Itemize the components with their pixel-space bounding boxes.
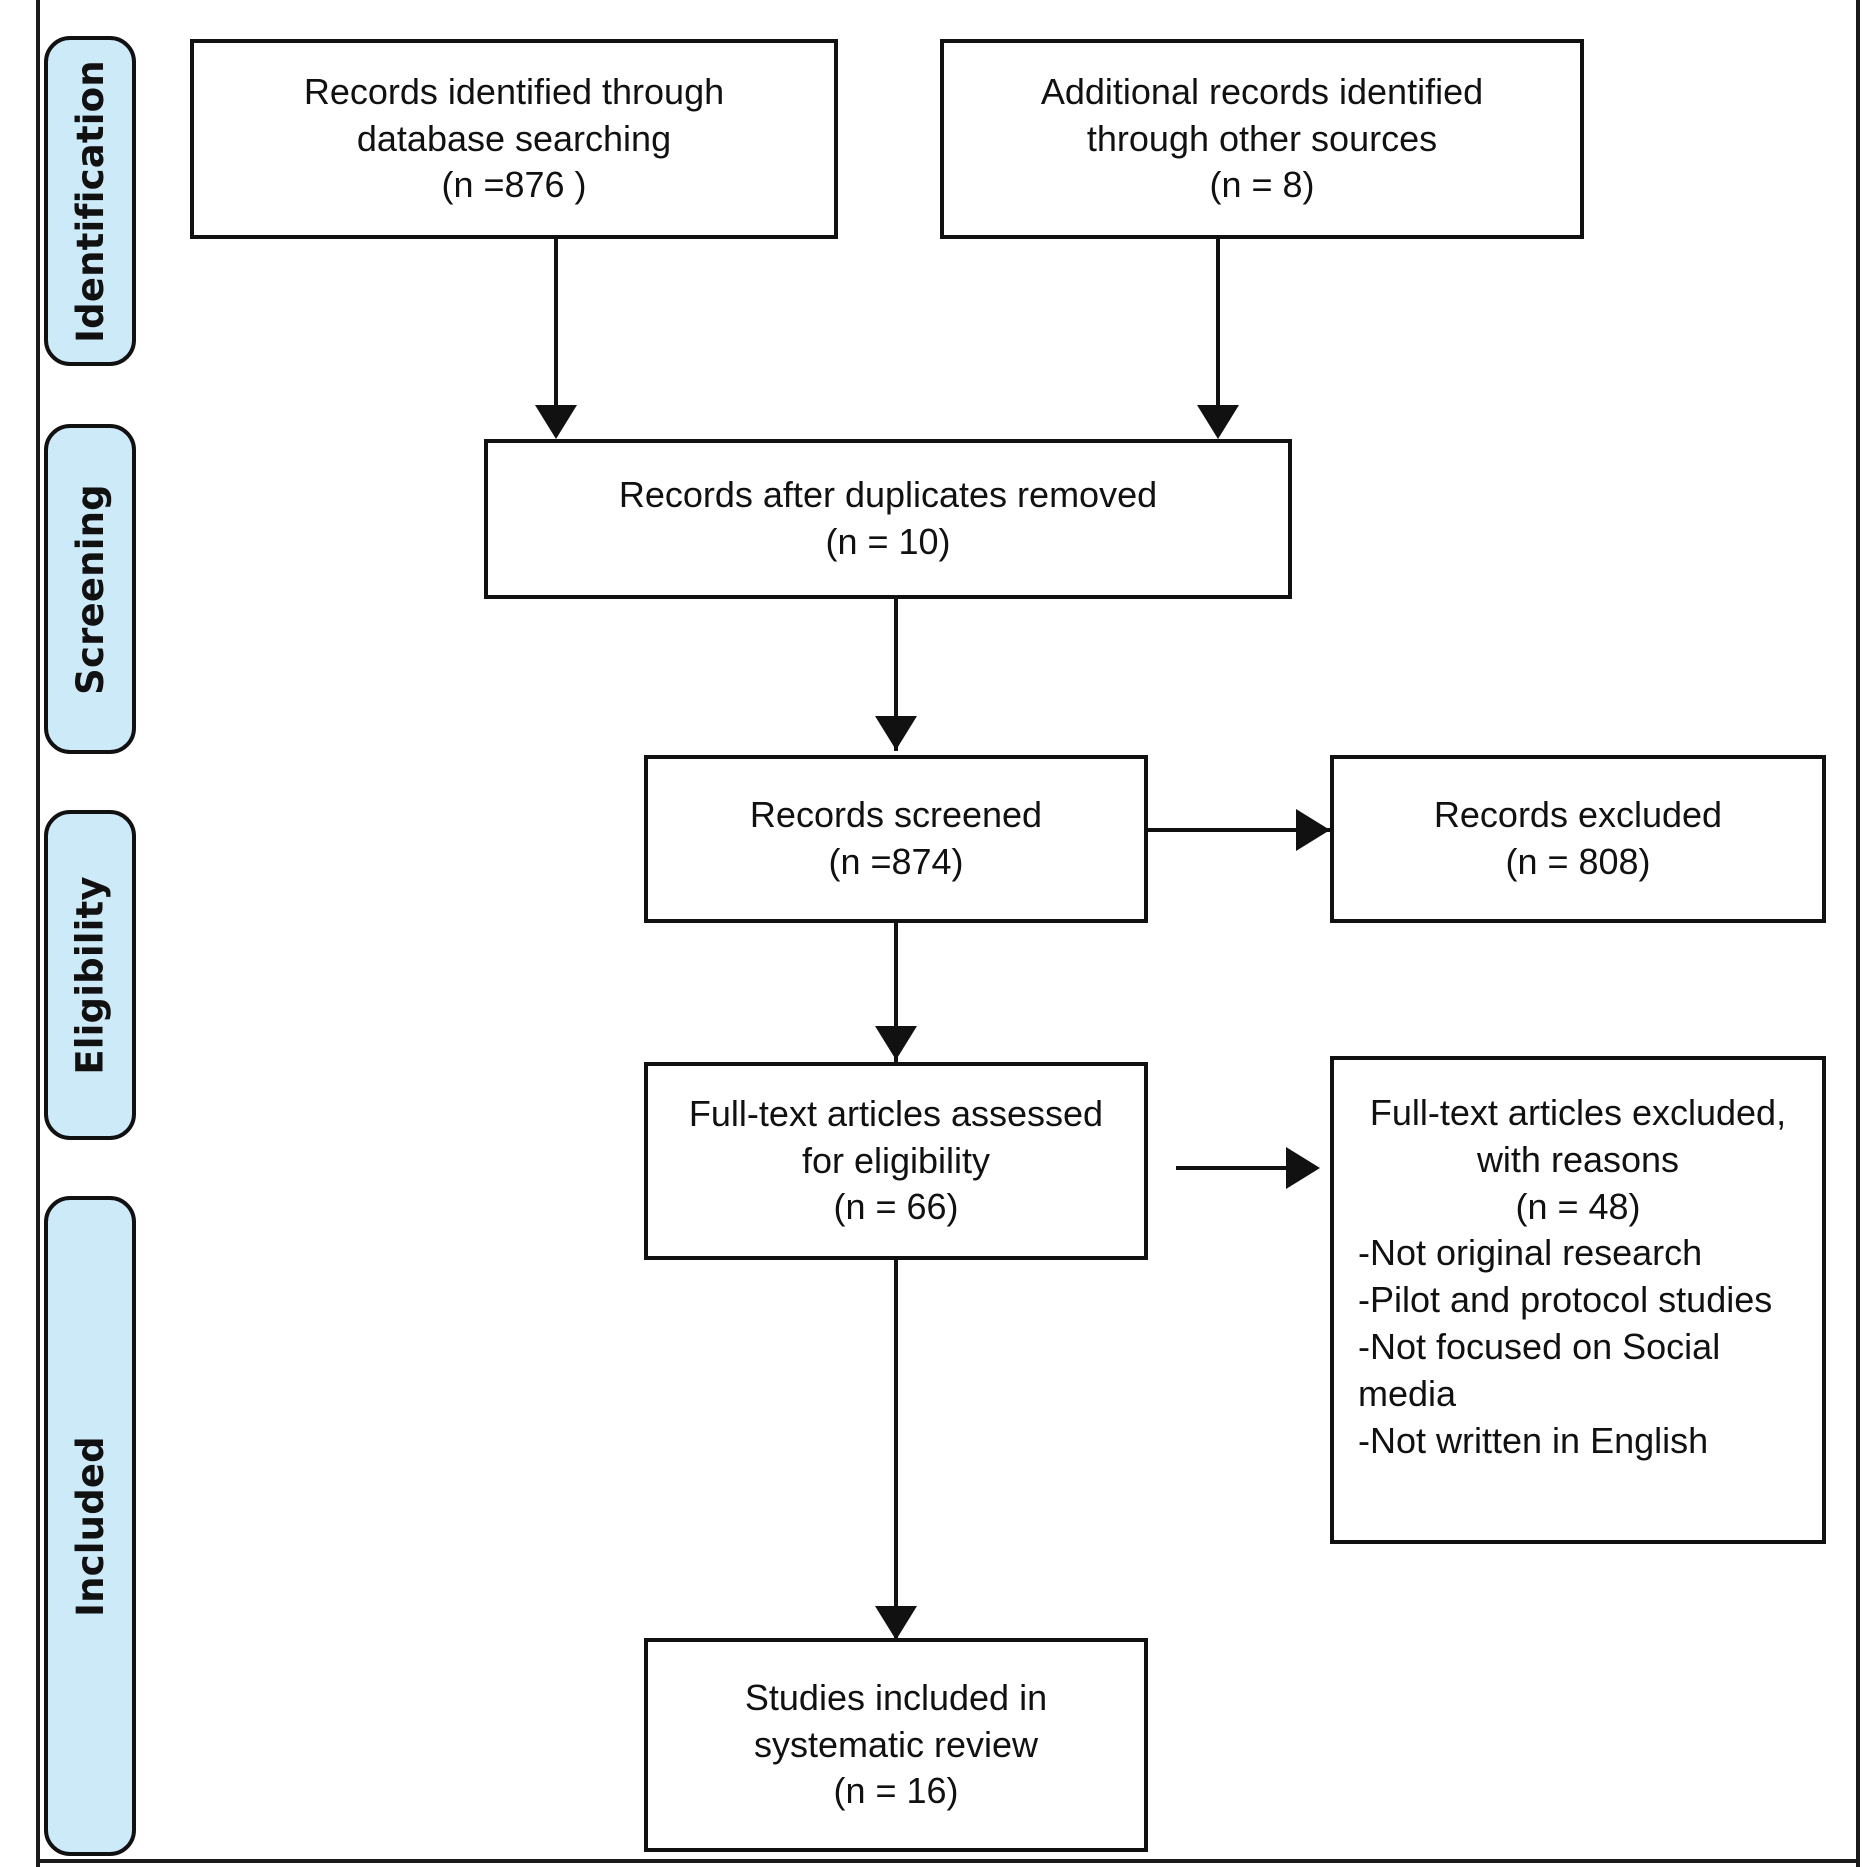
box-line: (n = 66)	[833, 1186, 959, 1228]
connector-screened-to-fulltext	[894, 923, 898, 1063]
arrowhead-other-sources-to-duplicates	[1197, 405, 1239, 439]
page-frame-bottom	[36, 1859, 1860, 1863]
box-line: Full-text articles assessed	[688, 1092, 1104, 1134]
page-frame-left	[36, 0, 40, 1867]
connector-other-sources-to-duplicates	[1216, 239, 1220, 407]
page-frame-right	[1856, 0, 1860, 1867]
box-line: through other sources	[1086, 117, 1438, 159]
exclusion-reason: -Not original research	[1358, 1232, 1703, 1274]
stage-label-eligibility: Eligibility	[44, 810, 136, 1140]
stage-label-eligibility-text: Eligibility	[68, 875, 112, 1075]
stage-label-identification-text: Identification	[68, 59, 112, 343]
box-additional-records-other-sources: Additional records identified through ot…	[940, 39, 1584, 239]
box-studies-included-systematic-review: Studies included in systematic review (n…	[644, 1638, 1148, 1852]
connector-fulltext-to-excluded	[1176, 1166, 1294, 1170]
connector-screened-to-excluded	[1148, 828, 1332, 832]
box-line: (n =874)	[828, 841, 964, 882]
box-fulltext-articles-assessed: Full-text articles assessed for eligibil…	[644, 1062, 1148, 1260]
box-line: (n = 10)	[825, 521, 951, 562]
box-fulltext-articles-excluded-with-reasons: Full-text articles excluded, with reason…	[1330, 1056, 1826, 1544]
box-line: with reasons	[1476, 1138, 1680, 1180]
box-line: Records excluded	[1433, 794, 1723, 836]
stage-label-included-text: Included	[68, 1435, 112, 1617]
box-line: for eligibility	[801, 1139, 991, 1181]
connector-fulltext-to-included	[894, 1260, 898, 1642]
box-line: Full-text articles excluded,	[1369, 1092, 1787, 1133]
exclusion-reason: -Not written in English	[1358, 1419, 1709, 1461]
arrowhead-screened-to-fulltext	[875, 1026, 917, 1060]
arrowhead-fulltext-to-excluded	[1286, 1147, 1320, 1189]
box-line: Records identified through	[303, 70, 725, 112]
connector-duplicates-to-screened	[894, 599, 898, 751]
stage-label-screening-text: Screening	[68, 483, 112, 695]
box-line: (n = 808)	[1505, 841, 1651, 882]
box-line: Additional records identified	[1040, 70, 1484, 112]
box-records-screened: Records screened (n =874)	[644, 755, 1148, 923]
stage-label-identification: Identification	[44, 36, 136, 366]
exclusion-reason: -Not focused on Social media	[1358, 1325, 1721, 1414]
exclusion-reason: -Pilot and protocol studies	[1358, 1279, 1773, 1321]
arrowhead-database-to-duplicates	[535, 405, 577, 439]
box-records-after-duplicates-removed: Records after duplicates removed (n = 10…	[484, 439, 1292, 599]
box-line: (n = 48)	[1515, 1185, 1641, 1227]
box-line: database searching	[356, 117, 672, 159]
arrowhead-screened-to-excluded	[1296, 809, 1330, 851]
box-line: (n = 16)	[833, 1770, 959, 1812]
box-records-identified-database: Records identified through database sear…	[190, 39, 838, 239]
stage-label-screening: Screening	[44, 424, 136, 754]
box-records-excluded: Records excluded (n = 808)	[1330, 755, 1826, 923]
arrowhead-fulltext-to-included	[875, 1606, 917, 1640]
stage-label-included: Included	[44, 1196, 136, 1856]
connector-database-to-duplicates	[554, 239, 558, 407]
box-line: Records after duplicates removed	[618, 474, 1158, 516]
box-line: systematic review	[753, 1723, 1039, 1765]
box-line: Records screened	[749, 794, 1043, 836]
box-line: (n = 8)	[1209, 164, 1315, 206]
arrowhead-duplicates-to-screened	[875, 716, 917, 750]
box-line: (n =876 )	[441, 164, 587, 206]
box-line: Studies included in	[744, 1676, 1048, 1718]
